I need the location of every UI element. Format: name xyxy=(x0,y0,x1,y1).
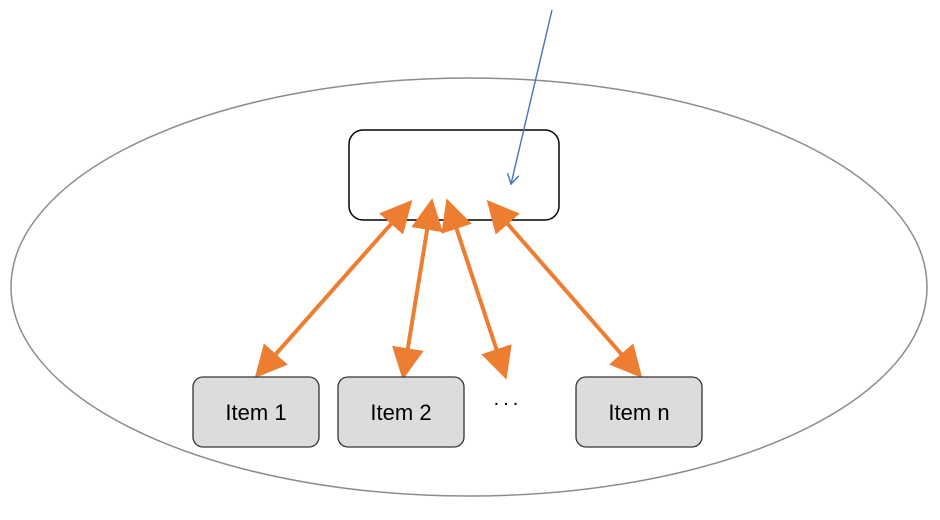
item-box-2-shape xyxy=(337,376,465,448)
connector-ellipsis xyxy=(441,198,512,380)
item-box-n: Item n xyxy=(575,376,703,448)
connector-item-1 xyxy=(254,200,413,378)
connector-item-n xyxy=(486,199,643,379)
items-ellipsis: ... xyxy=(494,388,523,410)
incoming-arrow xyxy=(511,9,553,184)
hub-box xyxy=(348,129,560,221)
connector-item-2 xyxy=(392,198,443,380)
item-box-1: Item 1 xyxy=(192,376,320,448)
item-box-n-shape xyxy=(575,376,703,448)
item-box-1-shape xyxy=(192,376,320,448)
item-box-2: Item 2 xyxy=(337,376,465,448)
item-label-1: Item 1 xyxy=(225,400,286,425)
item-label-n: Item n xyxy=(608,400,669,425)
item-label-2: Item 2 xyxy=(370,400,431,425)
boundary-ellipse xyxy=(10,77,928,497)
